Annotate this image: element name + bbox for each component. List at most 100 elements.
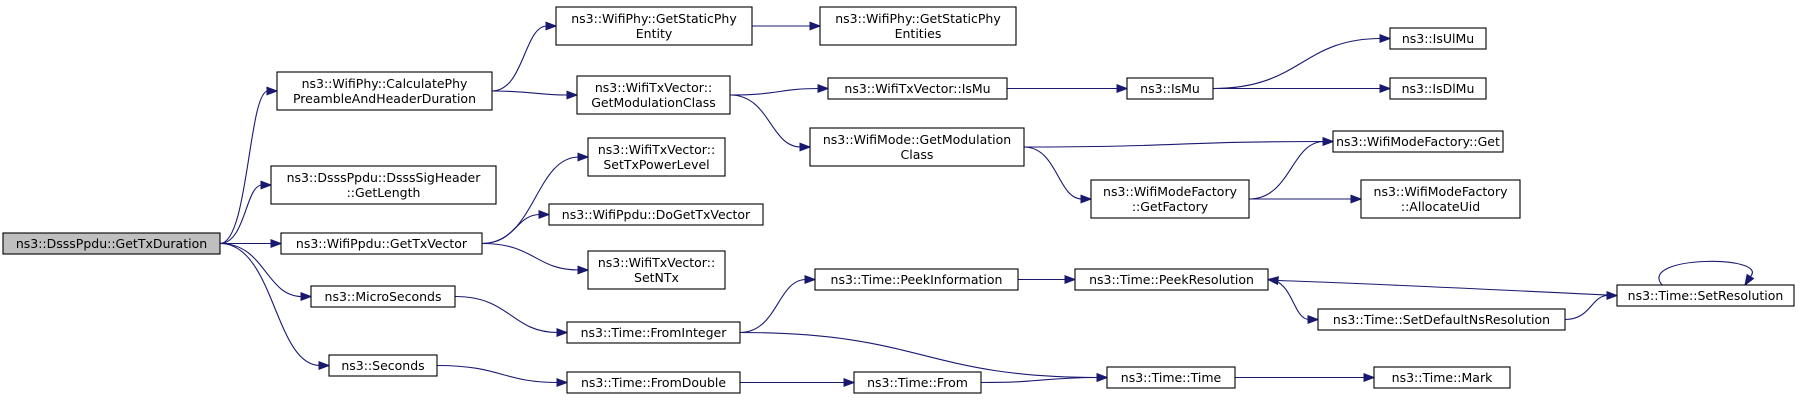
node-box [1090, 179, 1250, 219]
node-txIsMu[interactable]: ns3::WifiTxVector::IsMu [827, 77, 1008, 100]
node-seconds[interactable]: ns3::Seconds [328, 354, 438, 377]
node-modeGetModClass[interactable]: ns3::WifiMode::GetModulationClass [809, 127, 1025, 167]
node-calcPhy[interactable]: ns3::WifiPhy::CalculatePhyPreambleAndHea… [276, 71, 493, 111]
edge-mfGetFactory-to-mfAlloc [1249, 194, 1363, 204]
node-getTxVec[interactable]: ns3::WifiPpdu::GetTxVector [280, 232, 483, 255]
edge-root-to-seconds [219, 242, 331, 371]
node-box [280, 232, 483, 255]
node-box [270, 165, 497, 205]
node-label: SetTxPowerLevel [603, 157, 709, 172]
node-label: ns3::WifiPhy::GetStaticPhy [571, 11, 737, 26]
edge-root-to-micro [219, 242, 313, 302]
node-box [1332, 130, 1504, 153]
edge-isMu-to-isDlMu [1213, 83, 1392, 94]
node-label: ns3::Time::PeekResolution [1089, 272, 1254, 287]
edge-fromDouble-to-from [739, 377, 856, 388]
node-label: Entity [636, 26, 673, 41]
node-isDlMu[interactable]: ns3::IsDlMu [1389, 77, 1487, 100]
node-setRes[interactable]: ns3::Time::SetResolution [1616, 284, 1795, 307]
edge-getTxVec-to-setNTx [481, 242, 590, 275]
node-root[interactable]: ns3::DsssPpdu::GetTxDuration [2, 232, 221, 255]
node-box [1616, 284, 1795, 307]
node-label: GetModulationClass [591, 95, 716, 110]
node-mfAlloc[interactable]: ns3::WifiModeFactory::AllocateUid [1360, 179, 1521, 219]
node-label: ns3::MicroSeconds [325, 289, 442, 304]
node-isMu[interactable]: ns3::IsMu [1126, 77, 1214, 100]
node-label: Entities [895, 26, 942, 41]
node-label: ns3::IsMu [1140, 81, 1200, 96]
node-box [819, 6, 1017, 46]
edge-isMu-to-isUlMu [1212, 33, 1392, 90]
edge-getTxVec-to-setTxPower [481, 152, 590, 245]
node-label: ns3::Time::From [867, 375, 968, 390]
node-box [1074, 268, 1269, 291]
node-box [566, 321, 741, 344]
node-label: ns3::IsDlMu [1402, 81, 1475, 96]
node-setTxPower[interactable]: ns3::WifiTxVector::SetTxPowerLevel [587, 137, 726, 177]
edge-mfGetFactory-to-mfGet [1248, 136, 1335, 200]
node-box [587, 250, 726, 290]
node-time[interactable]: ns3::Time::Time [1106, 366, 1236, 389]
node-label: ns3::WifiPpdu::DoGetTxVector [562, 207, 751, 222]
edge-modeGetModClass-to-mfGetFactory [1023, 146, 1093, 204]
edges-layer [219, 21, 1755, 388]
node-label: SetNTx [634, 270, 679, 285]
node-label: ns3::WifiTxVector:: [598, 142, 715, 157]
node-label: ns3::Time::Mark [1392, 370, 1493, 385]
edge-root-to-calcPhy [219, 86, 279, 245]
node-box [1126, 77, 1214, 100]
edge-calcPhy-to-getModClass [491, 90, 579, 100]
node-label: ns3::WifiPhy::GetStaticPhy [835, 11, 1001, 26]
node-label: ns3::WifiModeFactory::Get [1336, 134, 1500, 149]
edge-getModClass-to-txIsMu [729, 83, 830, 96]
edge-setRes-to-setRes [1658, 260, 1755, 287]
node-label: ns3::DsssPpdu::DsssSigHeader [287, 170, 482, 185]
edge-getTxVec-to-doGetTxVec [481, 209, 551, 245]
node-peekRes[interactable]: ns3::Time::PeekResolution [1074, 268, 1269, 291]
node-peekInfo[interactable]: ns3::Time::PeekInformation [814, 268, 1019, 291]
edge-calcPhy-to-staticPhy [491, 21, 558, 92]
edge-micro-to-fromInt [454, 295, 569, 338]
node-box [328, 354, 438, 377]
edge-root-to-sigLen [219, 180, 273, 245]
node-setNTx[interactable]: ns3::WifiTxVector::SetNTx [587, 250, 726, 290]
node-mfGetFactory[interactable]: ns3::WifiModeFactory::GetFactory [1090, 179, 1250, 219]
node-label: ns3::IsUlMu [1402, 31, 1474, 46]
node-label: ns3::Time::SetResolution [1628, 288, 1784, 303]
node-box [310, 285, 456, 308]
edge-staticPhy-to-staticPhies [752, 21, 822, 31]
edge-seconds-to-fromDouble [436, 364, 569, 388]
node-sigLen[interactable]: ns3::DsssPpdu::DsssSigHeader::GetLength [270, 165, 497, 205]
node-box [576, 75, 731, 115]
node-from[interactable]: ns3::Time::From [853, 371, 982, 394]
node-label: PreambleAndHeaderDuration [293, 91, 476, 106]
node-mark[interactable]: ns3::Time::Mark [1373, 366, 1511, 389]
node-label: ns3::DsssPpdu::GetTxDuration [16, 236, 207, 251]
node-micro[interactable]: ns3::MicroSeconds [310, 285, 456, 308]
node-isUlMu[interactable]: ns3::IsUlMu [1389, 27, 1487, 50]
node-label: ::AllocateUid [1401, 199, 1480, 214]
node-box [809, 127, 1025, 167]
node-fromInt[interactable]: ns3::Time::FromInteger [566, 321, 741, 344]
edge-from-to-time [980, 372, 1109, 384]
node-getModClass[interactable]: ns3::WifiTxVector::GetModulationClass [576, 75, 731, 115]
node-label: ns3::WifiTxVector:: [598, 255, 715, 270]
node-setDefRes[interactable]: ns3::Time::SetDefaultNsResolution [1317, 308, 1566, 331]
node-box [566, 371, 741, 394]
node-box [1373, 366, 1511, 389]
node-label: ns3::Time::FromDouble [581, 375, 726, 390]
edge-setDefRes-to-setRes [1564, 290, 1619, 321]
edge-fromInt-to-peekInfo [739, 274, 817, 334]
edge-peekInfo-to-peekRes [1017, 274, 1077, 285]
node-box [1317, 308, 1566, 331]
edge-txIsMu-to-isMu [1007, 83, 1129, 94]
node-fromDouble[interactable]: ns3::Time::FromDouble [566, 371, 741, 394]
node-box [853, 371, 982, 394]
node-mfGet[interactable]: ns3::WifiModeFactory::Get [1332, 130, 1504, 153]
node-doGetTxVec[interactable]: ns3::WifiPpdu::DoGetTxVector [548, 203, 764, 226]
edge-modeGetModClass-to-mfGet [1023, 136, 1335, 148]
node-label: ns3::WifiMode::GetModulation [823, 132, 1011, 147]
